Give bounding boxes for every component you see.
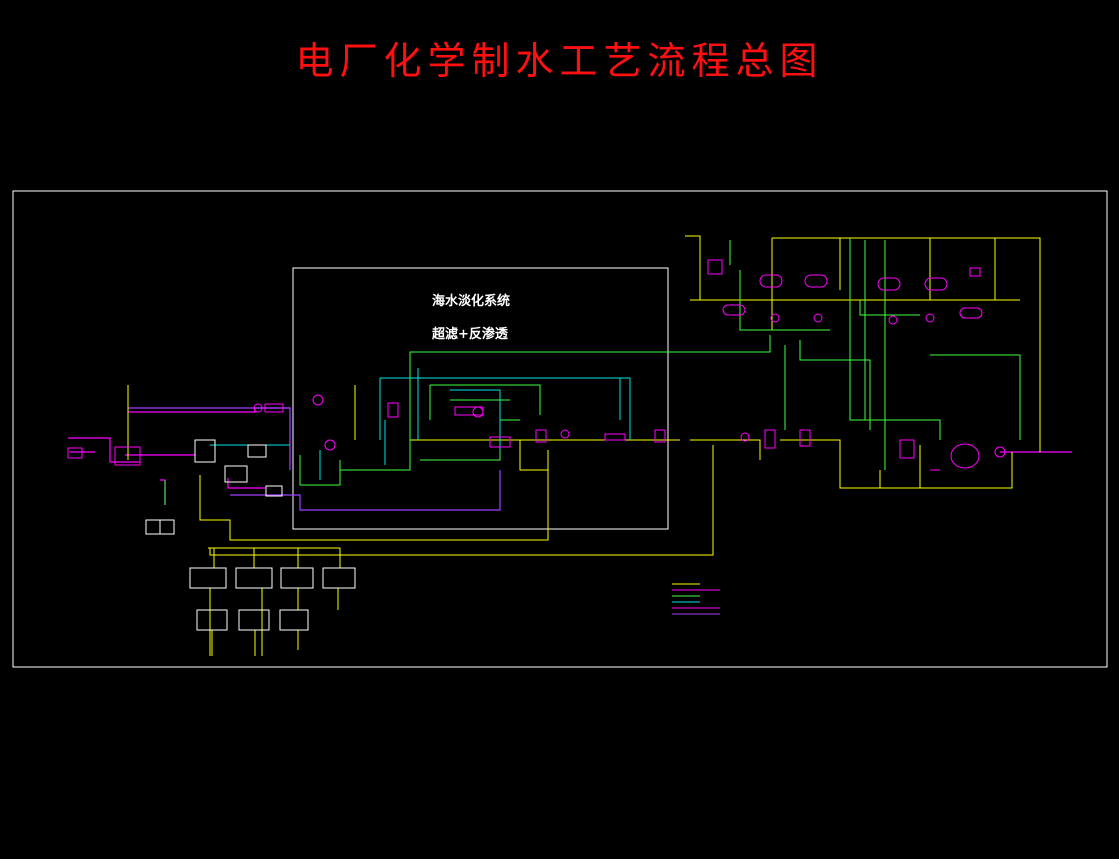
cation-bed [799,429,811,447]
source-box [67,447,83,459]
demin-water-tank [950,443,980,469]
uf-tank [387,402,399,418]
vessel-2 [804,274,828,288]
drawing-frame [12,190,1108,668]
chemical-dosing-box [224,465,248,483]
ro-skid-1 [454,406,484,416]
filter-bank [264,403,284,413]
sludge-box-2 [159,519,175,535]
vessel-5 [722,304,746,316]
pipes-yellow [127,235,1041,656]
equipment [67,259,1006,535]
regen-pump-2 [813,313,823,323]
regen-pump-4 [925,313,935,323]
subsystem-name: 海水淡化系统 [432,294,511,309]
pipes-cyan [210,368,631,480]
pump-2 [740,432,750,442]
ww-box-1 [189,567,227,589]
intake-pump-box [114,446,141,466]
ro-skid-2 [489,436,511,448]
ro-pump [472,406,484,418]
filter-box-1 [247,444,267,458]
transfer-pump [560,429,570,439]
regen-tank [707,259,723,275]
vessel-1 [759,274,783,288]
pipes-magenta [68,407,1072,505]
ww-box-7 [279,609,309,631]
legend [672,583,720,615]
raw-water-tank [194,439,216,463]
filter-box-2 [265,485,283,497]
product-tank-1 [535,429,547,443]
ww-box-4 [322,567,356,589]
degasifier [764,429,776,449]
regen-pump-3 [888,315,898,325]
ww-box-2 [235,567,273,589]
product-tank-2 [654,429,666,443]
mixed-bed [899,439,915,459]
pipes-purple [128,407,501,511]
desalination-boundary [292,267,669,530]
vessel-6 [959,307,983,319]
ww-box-6 [238,609,270,631]
chemical-tank [969,267,981,277]
uf-unit [312,394,324,406]
regen-pump-1 [770,313,780,323]
pump-1 [253,403,263,413]
vessel-4 [924,277,948,291]
sludge-box-1 [145,519,161,535]
ro-module [604,433,626,441]
ww-box-3 [280,567,314,589]
drawing-title: 电厂化学制水工艺流程总图 [295,39,824,83]
uf-pump [324,439,336,451]
ww-box-5 [196,609,228,631]
subsystem-process: 超滤+反渗透 [432,327,508,342]
wastewater-units [189,567,356,631]
vessel-3 [877,277,901,291]
outlet-pump [994,446,1006,458]
